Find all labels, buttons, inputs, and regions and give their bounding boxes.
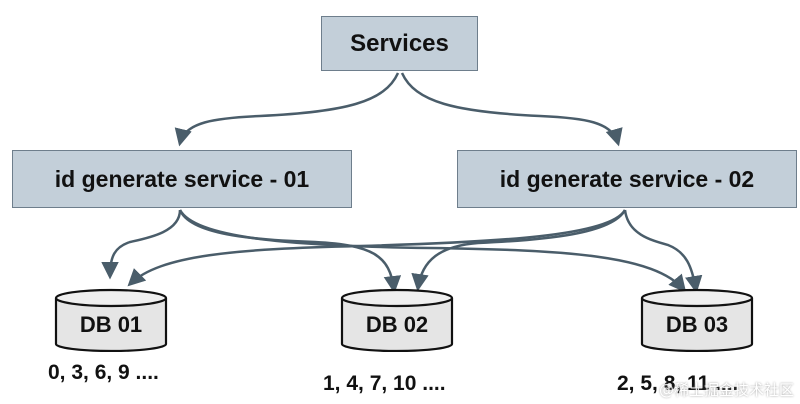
edge-idgen-02-to-db01 (127, 209, 627, 287)
db-03-label: DB 03 (665, 312, 729, 337)
db-02-node: DB 02 (340, 288, 454, 352)
services-node: Services (321, 16, 478, 71)
edge-idgen-01-to-db03 (178, 209, 687, 293)
edge-idgen-01-to-db02 (178, 209, 402, 294)
edge-services-to-idgen-02 (400, 72, 623, 147)
id-generate-service-01-node: id generate service - 01 (12, 150, 352, 208)
edge-idgen-01-to-db01 (101, 209, 182, 280)
db-02-label: DB 02 (365, 312, 429, 337)
db-03-id-sequence: 2, 5, 8, 11 .... (617, 372, 739, 395)
edge-services-to-idgen-01 (174, 72, 400, 147)
db-01-id-sequence: 0, 3, 6, 9 .... (48, 361, 159, 384)
db-03-node: DB 03 (640, 288, 754, 352)
db-01-label: DB 01 (79, 312, 143, 337)
database-cylinder-icon (54, 288, 168, 352)
id-generate-service-02-node: id generate service - 02 (457, 150, 797, 208)
edge-idgen-02-to-db02 (411, 209, 627, 292)
database-cylinder-icon (640, 288, 754, 352)
watermark-text: @稀土掘金技术社区 (658, 381, 794, 399)
database-cylinder-icon (340, 288, 454, 352)
db-01-node: DB 01 (54, 288, 168, 352)
edge-idgen-02-to-db03 (623, 209, 703, 294)
db-02-id-sequence: 1, 4, 7, 10 .... (323, 372, 446, 395)
